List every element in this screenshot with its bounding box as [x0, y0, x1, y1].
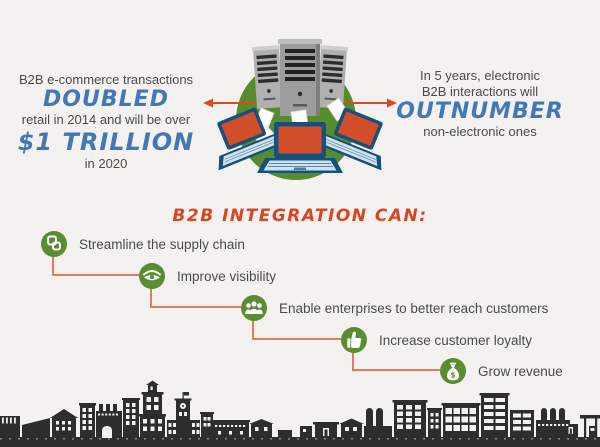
- connector-line: [150, 306, 241, 308]
- right-stat-line2: B2B interactions will: [421, 84, 539, 99]
- connector-line: [150, 288, 152, 308]
- city-skyline: [0, 380, 600, 447]
- left-stat-highlight-doubled: DOUBLED: [43, 87, 169, 112]
- left-stat-block: B2B e-commerce transactions DOUBLED reta…: [8, 72, 204, 172]
- left-arrow-icon: [203, 98, 255, 108]
- connector-line: [352, 369, 440, 371]
- server-rack-left-icon: [251, 45, 284, 109]
- connector-line: [52, 256, 54, 276]
- benefit-label: Streamline the supply chain: [79, 236, 245, 252]
- laptop-left-icon: [217, 107, 288, 171]
- left-stat-line2: retail in 2014 and will be over: [21, 112, 191, 127]
- skyline-silhouette-icon: [0, 380, 600, 447]
- people-icon: [241, 295, 267, 321]
- benefit-label: Grow revenue: [478, 363, 563, 379]
- benefit-label: Enable enterprises to better reach custo…: [279, 300, 549, 316]
- server-rack-right-icon: [316, 45, 349, 109]
- right-arrow-icon: [337, 98, 397, 108]
- benefit-item-visibility: Improve visibility: [139, 263, 276, 289]
- benefit-label: Increase customer loyalty: [379, 332, 533, 348]
- benefit-item-revenue: $ Grow revenue: [440, 358, 563, 384]
- section-heading: B2B INTEGRATION CAN:: [172, 206, 428, 226]
- thumbs-up-icon: [341, 327, 367, 353]
- left-stat-line1: B2B e-commerce transactions: [18, 72, 194, 87]
- money-bag-icon: $: [440, 358, 466, 384]
- left-stat-highlight-trillion: $1 TRILLION: [17, 128, 195, 156]
- connector-line: [352, 352, 354, 371]
- benefit-label: Improve visibility: [177, 268, 277, 284]
- laptop-center-icon: [257, 122, 343, 173]
- benefit-item-loyalty: Increase customer loyalty: [341, 327, 532, 353]
- laptop-right-icon: [312, 107, 383, 171]
- svg-text:$: $: [450, 370, 455, 379]
- right-stat-highlight-outnumber: OUTNUMBER: [396, 99, 564, 124]
- benefit-item-supply-chain: Streamline the supply chain: [41, 231, 245, 257]
- right-stat-block: In 5 years, electronic B2B interactions …: [390, 68, 570, 140]
- eye-icon: [139, 263, 165, 289]
- right-stat-line3: non-electronic ones: [423, 124, 537, 139]
- connector-line: [252, 338, 341, 340]
- connector-line: [252, 320, 254, 340]
- server-rack-center-icon: [278, 39, 322, 116]
- left-stat-line3: in 2020: [84, 156, 128, 171]
- chain-link-icon: [41, 231, 67, 257]
- servers-to-laptops-illustration: [195, 18, 405, 183]
- benefit-item-reach-customers: Enable enterprises to better reach custo…: [241, 295, 548, 321]
- data-exchange-graphic: [203, 39, 397, 180]
- connector-line: [52, 274, 139, 276]
- right-stat-line1: In 5 years, electronic: [420, 68, 540, 83]
